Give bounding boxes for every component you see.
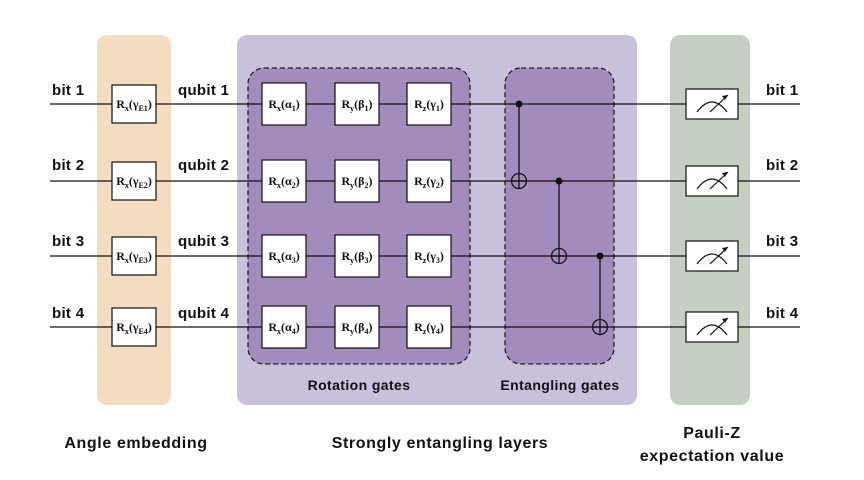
input-label-4: bit 4 [52,305,85,322]
measurements [685,88,739,343]
rotation-gate-z-1-label: Rz(γ1) [414,97,444,113]
rotation-gate-y-4-label: Ry(β4) [342,320,373,336]
control-dot [596,252,604,260]
rotation-group [247,67,471,365]
rotation-gate-y-2: Ry(β2) [334,159,380,203]
output-label-4: bit 4 [766,305,799,322]
embedding-gate-2: Rx(γE2) [111,161,157,201]
output-label-2: bit 2 [766,157,798,174]
embedding-caption: Angle embedding [64,435,207,452]
output-label-3: bit 3 [766,233,798,250]
rotation-gate-y-1-label: Ry(β1) [342,97,373,113]
input-label-3: bit 3 [52,233,84,250]
qubit-label-3: qubit 3 [178,233,229,250]
rotation-gate-x-3-label: Rx(α3) [268,249,299,265]
rotation-gate-y-2-label: Ry(β2) [342,174,373,190]
qubit-label-1: qubit 1 [178,82,229,99]
layers-caption: Strongly entangling layers [332,435,549,452]
rotation-gate-z-2: Rz(γ2) [406,159,452,203]
rotation-gate-x-1: Rx(α1) [261,82,307,126]
rotation-gate-z-2-label: Rz(γ2) [414,174,444,190]
rotation-gate-x-2: Rx(α2) [261,159,307,203]
embedding-gate-1-label: Rx(γE1) [116,97,152,113]
rotation-gates-label: Rotation gates [308,377,411,393]
embedding-gate-3-label: Rx(γE3) [116,249,152,265]
input-label-1: bit 1 [52,82,84,99]
gates: Rx(γE1) Rx(γE2) Rx(γE3) Rx(γE4) Rx(α1) Rx(α2)… [111,82,452,349]
entangling-gates-label: Entangling gates [500,377,619,393]
rotation-gate-z-3: Rz(γ3) [406,234,452,278]
embedding-gate-1: Rx(γE1) [111,84,157,124]
rotation-gate-z-3-label: Rz(γ3) [414,249,444,265]
rotation-gate-x-1-label: Rx(α1) [268,97,299,113]
rotation-gate-y-4: Ry(β4) [334,305,380,349]
rotation-gate-z-4: Rz(γ4) [406,305,452,349]
embedding-gate-4-label: Rx(γE4) [116,320,152,336]
meter-icon-2 [685,165,739,197]
embedding-gate-3: Rx(γE3) [111,236,157,276]
meter-icon-4 [685,311,739,343]
rotation-gate-y-3: Ry(β3) [334,234,380,278]
cnot-3-4 [591,252,609,336]
rotation-gate-y-1: Ry(β1) [334,82,380,126]
rotation-gate-z-1: Rz(γ1) [406,82,452,126]
rotation-gate-x-4-label: Rx(α4) [268,320,299,336]
control-dot [555,177,563,185]
rotation-gate-x-2-label: Rx(α2) [268,174,299,190]
cnot-2-3 [550,177,568,265]
cnot-1-2 [510,100,528,190]
rotation-gate-x-4: Rx(α4) [261,305,307,349]
rotation-gate-y-3-label: Ry(β3) [342,249,373,265]
rotation-gate-z-4-label: Rz(γ4) [414,320,444,336]
input-label-2: bit 2 [52,157,84,174]
qubit-label-4: qubit 4 [178,305,230,322]
embedding-gate-4: Rx(γE4) [111,307,157,347]
rotation-gate-x-3: Rx(α3) [261,234,307,278]
control-dot [515,100,523,108]
meter-icon-3 [685,240,739,272]
meter-icon-1 [685,88,739,120]
cnot-gates [510,100,609,336]
qubit-label-2: qubit 2 [178,157,229,174]
measure-caption-line2: expectation value [640,448,784,465]
measure-caption-line1: Pauli-Z [683,425,741,442]
embedding-gate-2-label: Rx(γE2) [116,174,152,190]
output-label-1: bit 1 [766,82,798,99]
